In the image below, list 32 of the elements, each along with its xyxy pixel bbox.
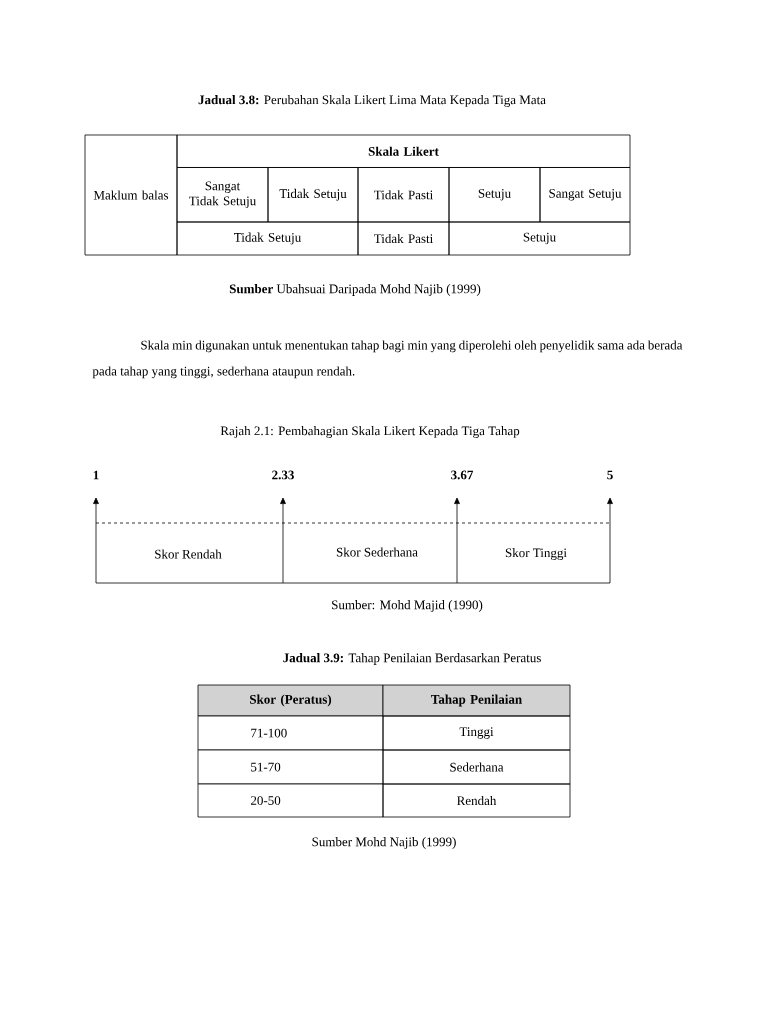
- table-cell: Setuju: [448, 221, 631, 256]
- table-cell: Sangat Setuju: [539, 167, 631, 223]
- figure-caption: Rajah 2.1: Pembahagian Skala Likert Kepada Tiga Tahap: [220, 426, 520, 438]
- table-cell: Setuju: [448, 167, 541, 223]
- header-cell: Tahap Penilaian: [382, 684, 571, 717]
- scale-value: 1: [93, 470, 99, 480]
- scale-value: 2.33: [272, 470, 294, 480]
- scale-value: 5: [607, 470, 613, 480]
- table-cell: Tidak Pasti: [357, 167, 450, 223]
- header-cell: Skala Likert: [176, 134, 631, 168]
- source-note: Sumber: Mohd Majid (1990): [332, 600, 483, 612]
- table-cell: Tidak Setuju: [176, 221, 359, 256]
- table-cell: Maklum balas: [84, 134, 178, 256]
- table-cell: 51-70: [197, 749, 384, 785]
- table-cell: Tinggi: [382, 715, 571, 751]
- table-cell: 20-50: [197, 783, 384, 818]
- table-cell: Sederhana: [382, 749, 571, 785]
- range-label: Skor Sederhana: [336, 547, 418, 557]
- table-cell: Rendah: [382, 783, 571, 818]
- table-caption: Jadual 3.8: Perubahan Skala Likert Lima Mata Kepada Tiga Mata: [198, 95, 546, 107]
- range-label: Skor Rendah: [155, 549, 222, 559]
- range-label: Skor Tinggi: [505, 548, 567, 560]
- table-cell: Tidak Setuju: [267, 167, 359, 223]
- source-note: Sumber Ubahsuai Daripada Mohd Najib (1999): [229, 284, 481, 296]
- table-cell: 71-100: [197, 715, 384, 751]
- header-cell: Skor (Peratus): [197, 684, 384, 717]
- table-caption: Jadual 3.9: Tahap Penilaian Berdasarkan Peratus: [283, 653, 541, 665]
- table-cell: Sangat Tidak Setuju: [176, 167, 269, 223]
- table-cell: Tidak Pasti: [357, 221, 450, 256]
- scale-value: 3.67: [451, 470, 474, 480]
- source-note: Sumber Mohd Najib (1999): [312, 837, 456, 849]
- paragraph: Skala min digunakan untuk menentukan tahap bagi min yang diperolehi oleh penyelidik sama ada berada pada tahap yang tinggi, sederhana ataupun rendah.: [92, 340, 683, 379]
